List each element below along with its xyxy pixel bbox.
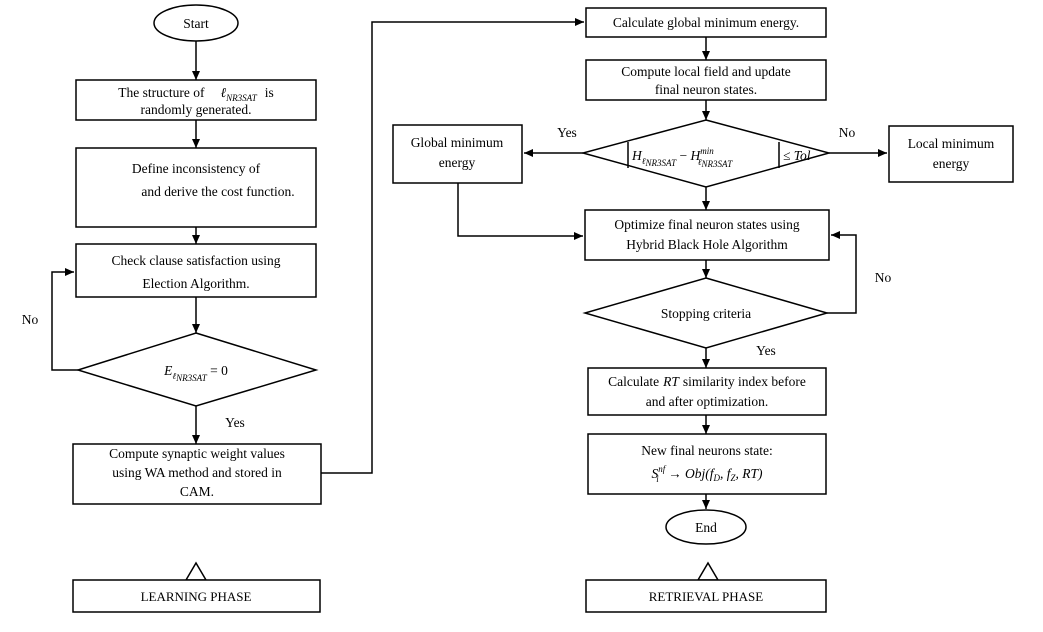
global-energy-line1: Global minimum — [411, 135, 504, 150]
check-line2: Election Algorithm. — [142, 276, 249, 291]
label-no-local: No — [839, 125, 856, 140]
local-energy-line1: Local minimum — [908, 136, 995, 151]
start-label: Start — [183, 16, 209, 31]
generate-line2: randomly generated. — [141, 102, 252, 117]
end-label: End — [695, 520, 717, 535]
newstate-line1: New final neurons state: — [641, 443, 773, 458]
connectors — [51, 18, 887, 509]
energy-zero-decision: EℓNR3SAT = 0 — [75, 332, 319, 407]
edge-global-optimize — [457, 183, 583, 240]
learning-phase-label: LEARNING PHASE — [141, 589, 252, 604]
optimize-line1: Optimize final neuron states using — [614, 217, 799, 232]
end-terminal: End — [665, 509, 747, 545]
edge-stop-no-loop — [827, 231, 857, 314]
synaptic-line1: Compute synaptic weight values — [109, 446, 285, 461]
energy-zero-condition: EℓNR3SAT = 0 — [163, 363, 228, 383]
stopping-label: Stopping criteria — [661, 306, 751, 321]
learning-phase: LEARNING PHASE — [72, 561, 321, 613]
local-min-energy-box: Local minimum energy — [888, 125, 1014, 183]
global-calc-label: Calculate global minimum energy. — [613, 15, 799, 30]
synaptic-line3: CAM. — [180, 484, 214, 499]
stopping-decision: Stopping criteria — [582, 277, 830, 349]
check-line1: Check clause satisfaction using — [111, 253, 280, 268]
optimize-box: Optimize final neuron states using Hybri… — [584, 209, 830, 261]
label-no-left: No — [22, 312, 39, 327]
local-field-box: Compute local field and update final neu… — [585, 59, 827, 101]
label-yes-energy: Yes — [225, 415, 245, 430]
local-energy-line2: energy — [933, 156, 970, 171]
global-min-energy-box: Global minimum energy — [392, 124, 523, 184]
label-yes-stop: Yes — [756, 343, 776, 358]
tolerance-rhs: ≤ Tol — [783, 148, 811, 163]
label-yes-global: Yes — [557, 125, 577, 140]
global-energy-line2: energy — [439, 155, 476, 170]
up-arrow-icon — [184, 561, 208, 581]
check-clause-box: Check clause satisfaction using Election… — [75, 243, 317, 298]
up-arrow-icon — [696, 561, 720, 581]
local-field-line1: Compute local field and update — [621, 64, 790, 79]
local-field-line2: final neuron states. — [655, 82, 757, 97]
retrieval-phase-label: RETRIEVAL PHASE — [649, 589, 764, 604]
global-min-calc-box: Calculate global minimum energy. — [585, 7, 827, 38]
edge-cond-no-loop — [51, 268, 78, 371]
define-line2: and derive the cost function. — [141, 184, 294, 199]
retrieval-phase: RETRIEVAL PHASE — [585, 561, 827, 613]
define-line1: Define inconsistency of — [132, 161, 261, 176]
optimize-line2: Hybrid Black Hole Algorithm — [626, 237, 788, 252]
define-inconsistency-box: Define inconsistency of and derive the c… — [75, 147, 317, 228]
synaptic-weight-box: Compute synaptic weight values using WA … — [72, 443, 322, 505]
edge-synaptic-global — [321, 18, 584, 474]
label-no-loop: No — [875, 270, 892, 285]
rt-line2: and after optimization. — [646, 394, 769, 409]
synaptic-line2: using WA method and stored in — [112, 465, 282, 480]
start-terminal: Start — [153, 4, 239, 42]
